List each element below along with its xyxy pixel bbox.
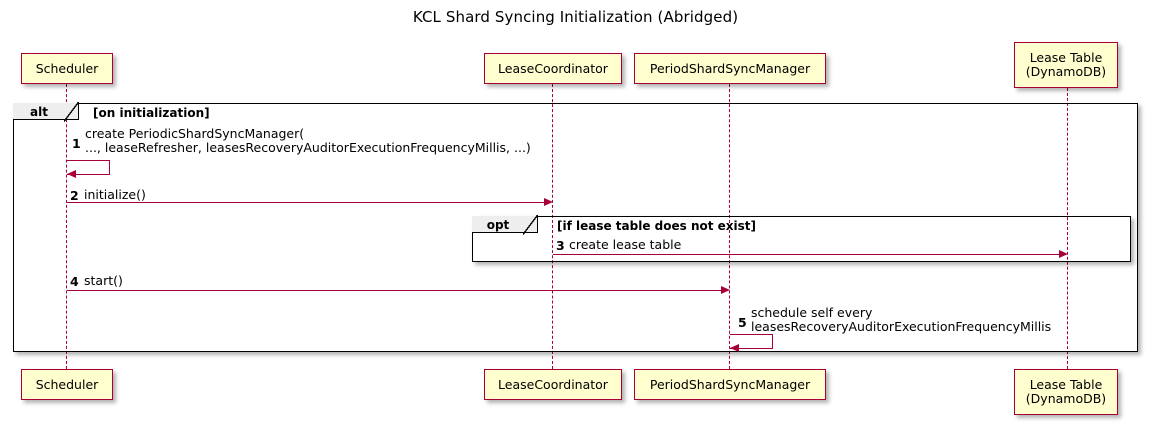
participant-leasecoordinator-bottom[interactable]: LeaseCoordinator — [484, 369, 622, 400]
participant-label: Scheduler — [35, 60, 99, 76]
diagram-title: KCL Shard Syncing Initialization (Abridg… — [412, 8, 739, 26]
participant-leasetable-top[interactable]: Lease Table (DynamoDB) — [1014, 42, 1118, 88]
participant-label: Lease Table (DynamoDB) — [1025, 50, 1107, 79]
alt-frame-keyword: alt — [30, 105, 48, 119]
message-3-line — [553, 254, 1059, 255]
message-2-line — [67, 202, 544, 203]
participant-label: Lease Table (DynamoDB) — [1025, 377, 1107, 406]
message-3-number: 3 — [556, 238, 565, 253]
message-5-number: 5 — [738, 315, 747, 330]
message-1-label: create PeriodicShardSyncManager( ..., le… — [85, 126, 531, 155]
opt-frame-tab — [472, 215, 538, 235]
message-3-arrowhead — [1059, 250, 1068, 258]
participant-label: PeriodShardSyncManager — [649, 60, 811, 76]
message-1-selfloop — [67, 160, 110, 175]
opt-frame-condition: [if lease table does not exist] — [557, 219, 757, 233]
participant-leasecoordinator-top[interactable]: LeaseCoordinator — [484, 53, 622, 84]
message-4-label: start() — [84, 273, 123, 288]
lifeline-leasecoordinator — [552, 84, 553, 369]
message-2-label: initialize() — [84, 187, 146, 202]
message-4-number: 4 — [70, 274, 79, 289]
lifeline-scheduler — [66, 84, 67, 369]
lifeline-leasetable — [1067, 88, 1068, 369]
alt-frame-condition: [on initialization] — [93, 106, 210, 120]
message-2-arrowhead — [544, 198, 553, 206]
participant-leasetable-bottom[interactable]: Lease Table (DynamoDB) — [1014, 369, 1118, 415]
opt-frame-tab-notch — [523, 215, 538, 235]
opt-frame-keyword: opt — [486, 218, 510, 232]
alt-frame-tab-notch — [64, 102, 79, 122]
message-5-label: schedule self every leasesRecoveryAudito… — [751, 305, 1052, 334]
participant-label: LeaseCoordinator — [498, 376, 608, 392]
message-4-arrowhead — [721, 286, 730, 294]
lifeline-periodshardsyncmanager — [729, 84, 730, 369]
alt-frame-tab — [13, 102, 79, 122]
participant-label: PeriodShardSyncManager — [649, 376, 811, 392]
alt-frame — [13, 103, 1138, 352]
participant-scheduler-bottom[interactable]: Scheduler — [21, 369, 113, 400]
participant-scheduler-top[interactable]: Scheduler — [21, 53, 113, 84]
participant-periodshardsyncmanager-top[interactable]: PeriodShardSyncManager — [634, 53, 826, 84]
message-5-selfloop — [730, 334, 773, 349]
message-1-number: 1 — [72, 136, 81, 151]
message-5-arrowhead — [730, 344, 739, 352]
opt-frame — [472, 216, 1131, 262]
message-2-number: 2 — [70, 188, 79, 203]
participant-periodshardsyncmanager-bottom[interactable]: PeriodShardSyncManager — [634, 369, 826, 400]
message-1-arrowhead — [67, 170, 76, 178]
message-4-line — [67, 290, 721, 291]
participant-label: LeaseCoordinator — [498, 60, 608, 76]
participant-label: Scheduler — [35, 376, 99, 392]
message-3-label: create lease table — [569, 237, 682, 252]
